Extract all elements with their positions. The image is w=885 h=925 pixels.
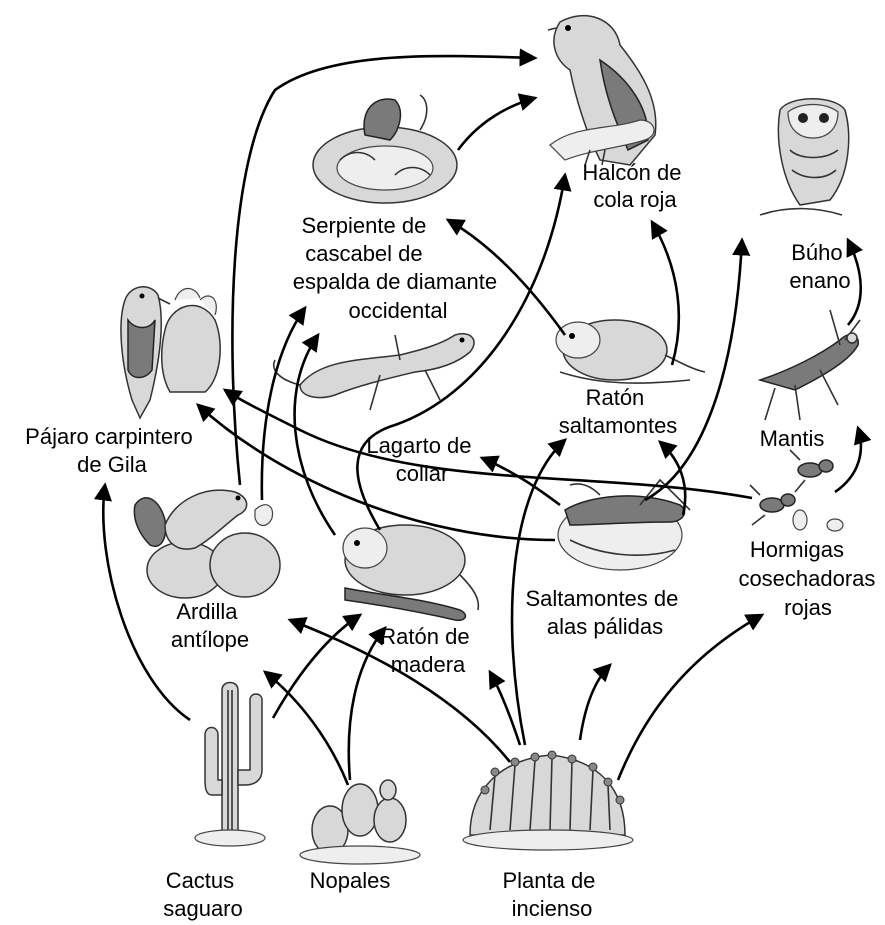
mouse-illustration (556, 320, 705, 383)
woodrat-illustration (343, 525, 478, 620)
label-mantis: Mantis (760, 426, 825, 451)
incense-plant-illustration (463, 751, 633, 850)
label-woodrat: Ratón de madera (380, 624, 475, 677)
squirrel-illustration (134, 490, 280, 598)
label-rattlesnake: Serpiente de cascabel de espalda de diam… (293, 213, 503, 323)
arrow-nopales-to-squirrel (265, 672, 348, 785)
ants-illustration (750, 450, 843, 531)
nopales-illustration (300, 780, 420, 864)
arrow-squirrel-to-rattlesnake (262, 308, 305, 500)
arrow-grasshopper-to-owl (645, 240, 742, 500)
label-saguaro: Cactus saguaro (163, 868, 243, 921)
arrow-rattlesnake-to-hawk (458, 98, 535, 150)
label-ants: Hormigas cosechadoras rojas (738, 537, 881, 620)
label-owl: Búho enano (789, 240, 850, 293)
label-grasshopper: Saltamontes de alas pálidas (526, 586, 685, 639)
label-squirrel: Ardilla antílope (171, 599, 249, 652)
woodpecker-illustration (121, 287, 220, 418)
arrow-ants-to-woodpecker (225, 390, 752, 498)
rattlesnake-illustration (313, 95, 457, 203)
arrow-incense-to-grasshopper (580, 665, 610, 740)
arrow-nopales-to-woodrat (349, 628, 385, 780)
label-incense: Planta de incienso (502, 868, 601, 921)
label-grasshopper-mouse: Ratón saltamontes (559, 385, 678, 438)
owl-illustration (760, 99, 849, 215)
arrow-ants-to-mantis (835, 428, 861, 492)
label-hawk: Halcón de cola roja (582, 160, 687, 212)
arrow-grasshopper-to-woodpecker (198, 405, 555, 540)
label-woodpecker: Pájaro carpintero de Gila (25, 424, 199, 477)
arrow-incense-to-ants (618, 615, 762, 780)
arrow-grasshopper-to-lizard (482, 458, 560, 505)
label-nopales: Nopales (310, 868, 391, 893)
food-web-arrows (103, 56, 861, 785)
arrow-woodrat-to-rattlesnake (295, 335, 335, 535)
hawk-illustration (548, 16, 656, 165)
saguaro-illustration (195, 683, 265, 847)
grasshopper-illustration (558, 480, 690, 570)
mantis-illustration (760, 310, 860, 420)
